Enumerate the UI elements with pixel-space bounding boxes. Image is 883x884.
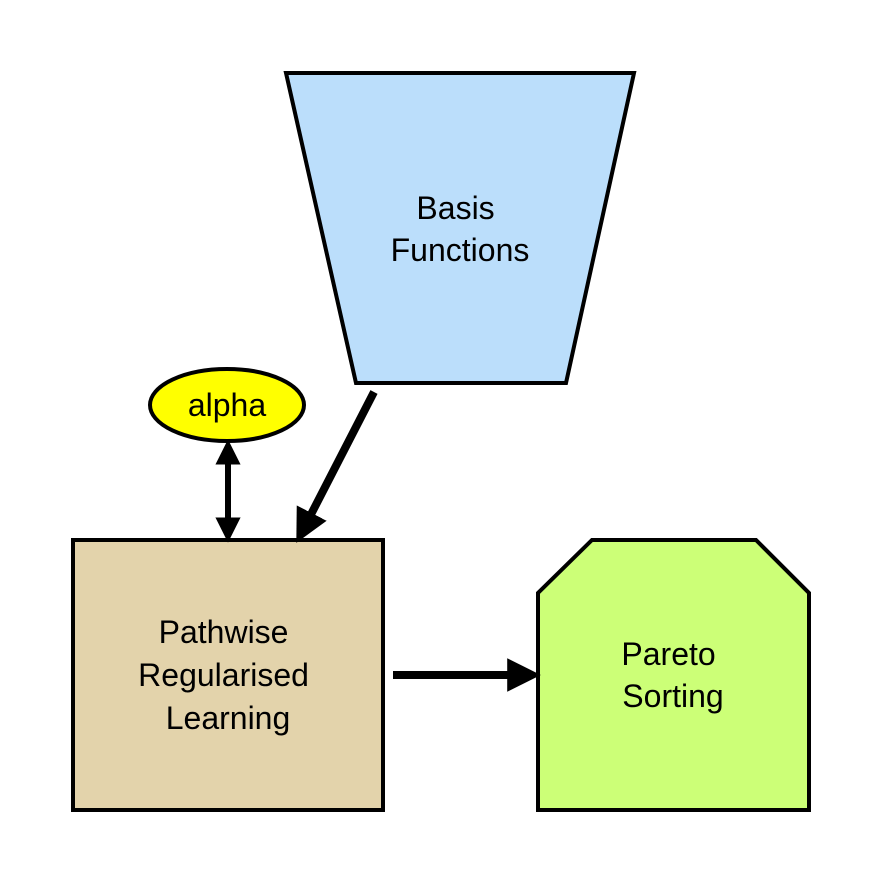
pareto-sorting-shape [536, 538, 811, 812]
basis-functions-shape [283, 71, 637, 385]
basis-functions-label-line-1: Basis [416, 190, 494, 226]
pathwise-regularised-learning-shape [71, 538, 385, 812]
pathwise-label-line-1: Pathwise [159, 614, 289, 650]
basis-functions-node: Basis Functions [283, 71, 637, 385]
pareto-label-line-2: Sorting [622, 678, 723, 714]
svg-text:Basis Functions: Basis Functions [391, 190, 530, 268]
pareto-label-line-1: Pareto [621, 636, 715, 672]
basis-functions-label-line-2: Functions [391, 232, 530, 268]
pathwise-label-line-2: Regularised [138, 657, 309, 693]
pathwise-regularised-learning-node: Pathwise Regularised Learning [71, 538, 385, 812]
svg-text:Pareto Sorting: Pareto Sorting [621, 636, 724, 714]
arrow-basis-to-pathwise [296, 390, 378, 543]
alpha-node: alpha [148, 367, 306, 443]
svg-text:Pathwise Regularised: Pathwise Regularised Learning [138, 614, 318, 736]
pathwise-label-line-3: Learning [166, 700, 291, 736]
pareto-sorting-node: Pareto Sorting [536, 538, 811, 812]
alpha-label: alpha [188, 387, 267, 423]
